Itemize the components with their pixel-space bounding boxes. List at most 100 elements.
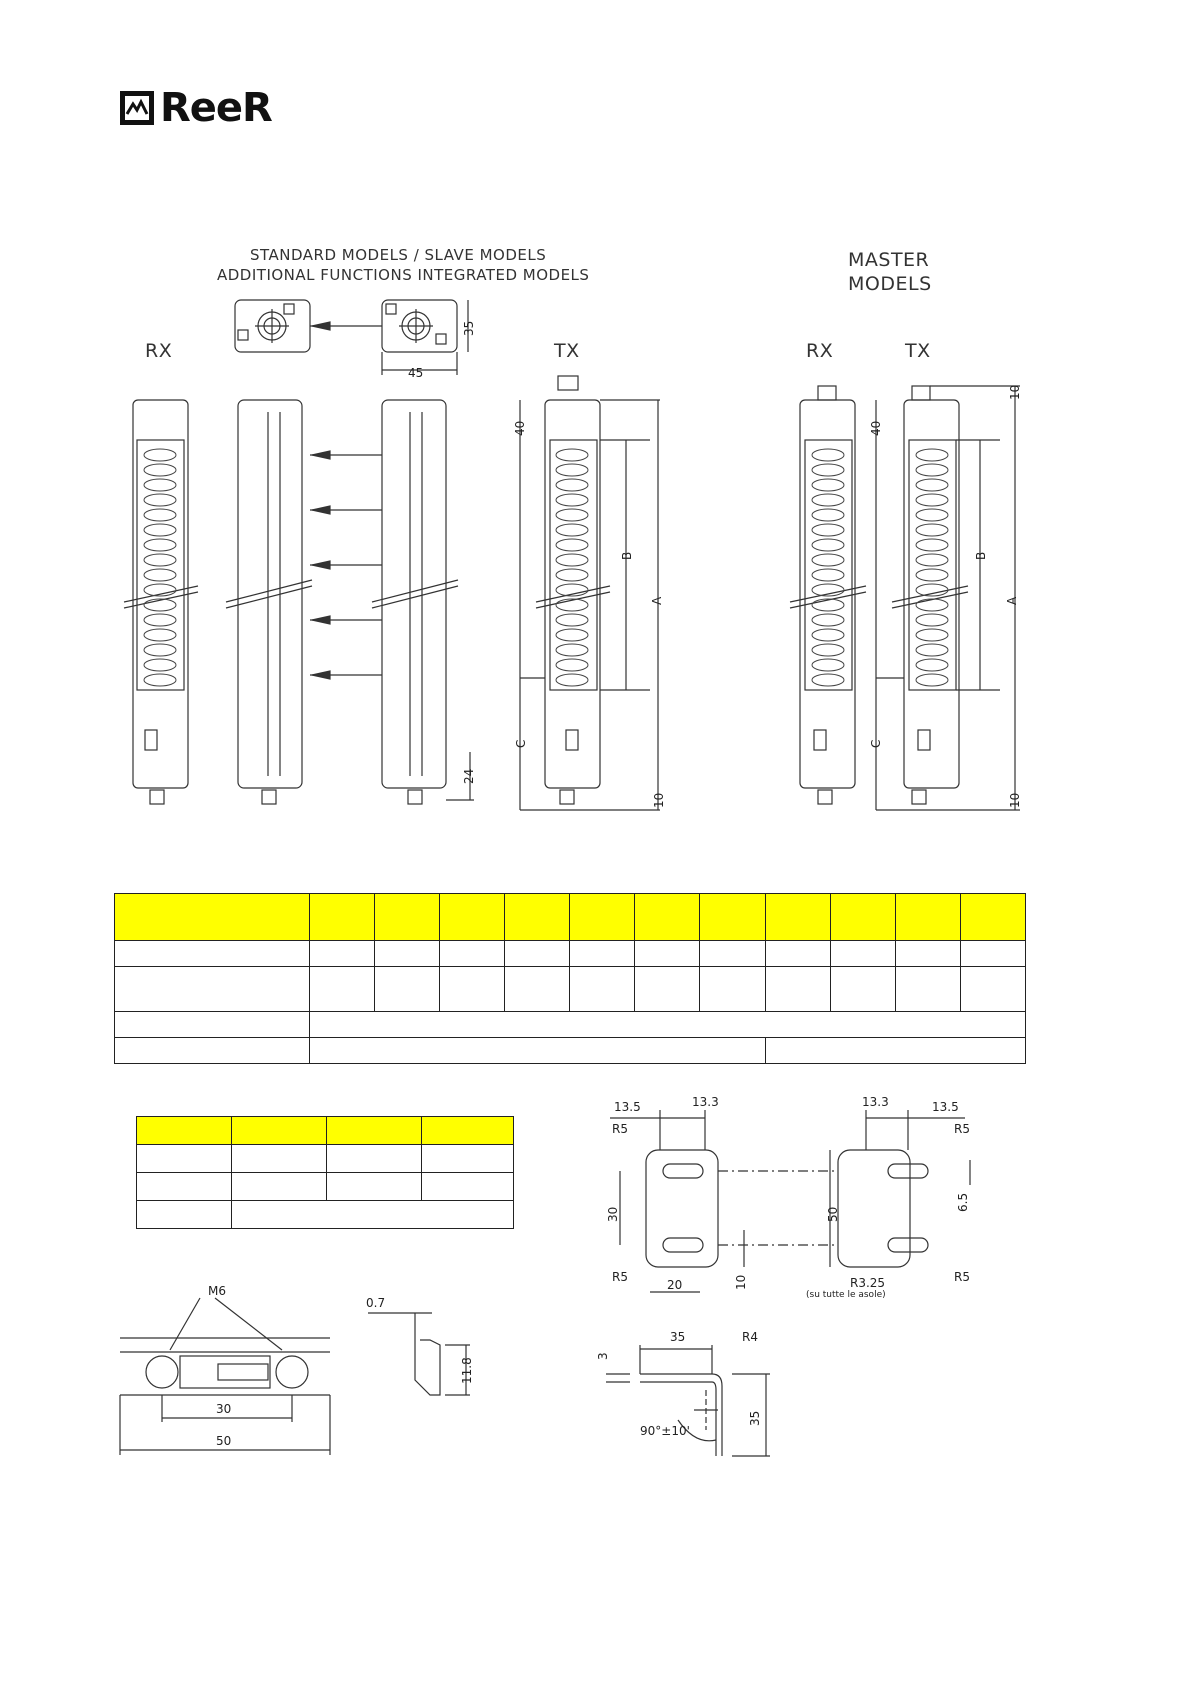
dim-bracket-20: 20 — [667, 1278, 683, 1292]
lens-element — [915, 643, 949, 657]
dim-label-a-left: A — [650, 596, 664, 605]
table-header-cell — [829, 893, 896, 941]
dim-profile-50: 50 — [216, 1434, 232, 1448]
lens-element — [811, 598, 845, 612]
table-header-cell — [114, 893, 310, 941]
lens-element — [915, 568, 949, 582]
table-cell — [504, 966, 571, 1012]
table-header-cell — [231, 1116, 327, 1145]
table-row — [114, 940, 1027, 967]
lens-element — [555, 673, 589, 687]
additional-functions-title: ADDITIONAL FUNCTIONS INTEGRATED MODELS — [217, 266, 590, 284]
lens-element — [555, 538, 589, 552]
dim-side-35-right: 35 — [748, 1410, 762, 1426]
table-cell — [959, 940, 1027, 967]
lens-element — [811, 448, 845, 462]
lens-element — [915, 598, 949, 612]
dim-label-c-right: C — [869, 739, 883, 748]
connector-head-left — [234, 299, 311, 353]
lens-element — [143, 673, 177, 687]
table-cell — [439, 940, 506, 967]
table-cell — [231, 1172, 327, 1201]
connector-head-right — [381, 299, 458, 353]
dim-label-a-right: A — [1005, 596, 1019, 605]
table-cell — [894, 940, 961, 967]
table-header-cell — [634, 893, 701, 941]
dim-side-angle: 90°±10' — [640, 1424, 690, 1438]
table-cell — [308, 940, 376, 967]
clip-profile — [368, 1312, 470, 1396]
table-row — [114, 1037, 1027, 1064]
dim-profile-30: 30 — [216, 1402, 232, 1416]
table-cell — [136, 1144, 232, 1173]
table-cell — [959, 966, 1027, 1012]
lens-element — [555, 478, 589, 492]
lens-element — [555, 583, 589, 597]
dim-r3-25: R3.25 — [850, 1276, 886, 1290]
table-cell — [569, 940, 636, 967]
lens-element — [143, 448, 177, 462]
table-cell — [699, 940, 766, 967]
lens-element — [915, 658, 949, 672]
lens-element — [811, 628, 845, 642]
table-header-cell — [504, 893, 571, 941]
lens-element — [811, 583, 845, 597]
table-cell — [421, 1172, 514, 1201]
lens-element — [143, 508, 177, 522]
lens-element — [811, 523, 845, 537]
dim-r5-bottom-right: R5 — [954, 1270, 970, 1284]
lens-element — [811, 508, 845, 522]
table-header-cell — [326, 1116, 422, 1145]
table-row — [114, 1011, 1026, 1038]
lens-element — [555, 613, 589, 627]
lens-element — [915, 523, 949, 537]
table-cell — [569, 966, 636, 1012]
table-cell — [699, 966, 766, 1012]
lens-element — [143, 493, 177, 507]
lens-element — [811, 463, 845, 477]
dim-clip-11-8: 11.8 — [460, 1357, 474, 1384]
table-cell — [374, 940, 441, 967]
lens-element — [555, 523, 589, 537]
table-cell — [421, 1144, 514, 1173]
bracket-top-view — [610, 1110, 971, 1293]
lens-element — [915, 613, 949, 627]
lens-element — [915, 673, 949, 687]
rx-label-left: RX — [145, 340, 173, 362]
table-row — [136, 1172, 514, 1201]
lens-element — [811, 673, 845, 687]
table-cell — [764, 966, 831, 1012]
dim-label-c-left: C — [514, 739, 528, 748]
lens-element — [811, 493, 845, 507]
table-cell — [136, 1200, 232, 1229]
dim-side-r4: R4 — [742, 1330, 758, 1344]
small-table-header-row — [136, 1116, 514, 1145]
logo-text: ReeR — [160, 85, 273, 131]
table-row — [114, 966, 1027, 1012]
table-cell — [374, 966, 441, 1012]
profile-section-view — [119, 1297, 331, 1455]
lens-element — [811, 538, 845, 552]
lens-element — [555, 553, 589, 567]
table-cell — [309, 1011, 1026, 1038]
lens-element — [555, 463, 589, 477]
tx-label-right: TX — [905, 340, 931, 362]
table-header-row — [114, 893, 1027, 941]
table-cell — [114, 1037, 310, 1064]
standard-models-title: STANDARD MODELS / SLAVE MODELS — [250, 246, 547, 264]
lens-element — [143, 478, 177, 492]
dim-top-right: 10 — [1008, 384, 1022, 400]
dim-m6: M6 — [208, 1284, 226, 1298]
table-header-cell — [959, 893, 1027, 941]
lens-element — [143, 553, 177, 567]
table-header-cell — [439, 893, 506, 941]
logo-mark-icon — [120, 91, 154, 125]
table-header-cell — [136, 1116, 232, 1145]
lens-element — [555, 628, 589, 642]
lens-element — [555, 508, 589, 522]
lens-element — [143, 568, 177, 582]
table-header-cell — [374, 893, 441, 941]
lens-element — [555, 598, 589, 612]
lens-element — [915, 448, 949, 462]
lens-element — [555, 658, 589, 672]
